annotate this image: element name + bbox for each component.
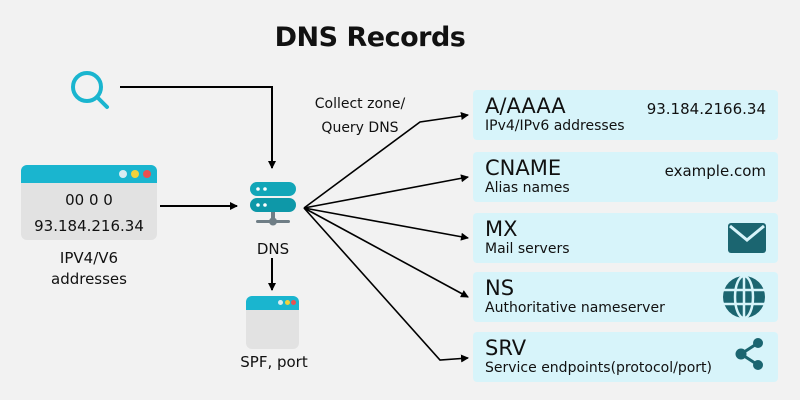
window-dot-icon: [119, 170, 127, 178]
record-name: MX: [485, 217, 518, 241]
window-dot-icon: [143, 170, 151, 178]
record-cname: CNAME Alias names example.com: [473, 152, 778, 202]
ip-address-window: 00 0 0 93.184.216.34: [21, 165, 157, 240]
window-titlebar: [21, 165, 157, 183]
record-desc: Alias names: [485, 180, 570, 196]
dns-fanout-arrows: [303, 112, 469, 363]
window-titlebar: [246, 296, 299, 310]
share-icon: [734, 337, 764, 375]
search-to-dns-arrow: [120, 86, 276, 169]
record-name: NS: [485, 276, 515, 300]
globe-icon: [722, 274, 766, 323]
window-dot-icon: [131, 170, 139, 178]
ip-window-address: 93.184.216.34: [34, 217, 144, 235]
arrow-to-ns-record: [303, 207, 469, 298]
ip-label-line2: addresses: [51, 270, 127, 288]
query-label-line1: Collect zone/: [314, 96, 406, 112]
record-srv: SRV Service endpoints(protocol/port): [473, 332, 778, 382]
query-label-line2: Query DNS: [321, 120, 399, 136]
spf-label: SPF, port: [240, 353, 308, 371]
window-dot-icon: [278, 300, 283, 305]
spf-window: [246, 296, 299, 349]
ip-window-label: IPV4/V6 addresses: [21, 248, 157, 290]
page-title: DNS Records: [274, 22, 466, 53]
ip-window-line1: 00 0 0: [65, 191, 113, 209]
record-desc: Authoritative nameserver: [485, 300, 665, 316]
window-dot-icon: [285, 300, 290, 305]
arrow-to-mx-record: [303, 207, 469, 241]
record-a-aaaa: A/AAAA IPv4/IPv6 addresses 93.184.2166.3…: [473, 90, 778, 140]
search-icon: [68, 68, 118, 122]
ip-label-line1: IPV4/V6: [59, 249, 119, 267]
record-mx: MX Mail servers: [473, 213, 778, 263]
query-label: Collect zone/ Query DNS: [300, 92, 420, 140]
record-value: example.com: [664, 162, 766, 180]
dns-label: DNS: [256, 240, 290, 258]
arrow-to-srv-record: [303, 207, 469, 363]
record-name: SRV: [485, 336, 527, 360]
record-name: CNAME: [485, 156, 562, 180]
record-name: A/AAAA: [485, 94, 566, 118]
record-desc: Mail servers: [485, 241, 570, 257]
envelope-icon: [728, 223, 766, 257]
record-ns: NS Authoritative nameserver: [473, 272, 778, 322]
window-dot-icon: [291, 300, 296, 305]
arrow-to-cname-record: [303, 174, 469, 209]
record-desc: IPv4/IPv6 addresses: [485, 118, 625, 134]
record-desc: Service endpoints(protocol/port): [485, 360, 713, 376]
dns-server-icon: [248, 180, 298, 234]
record-value: 93.184.2166.34: [646, 100, 766, 118]
arrow-to-a-record: [303, 112, 469, 209]
